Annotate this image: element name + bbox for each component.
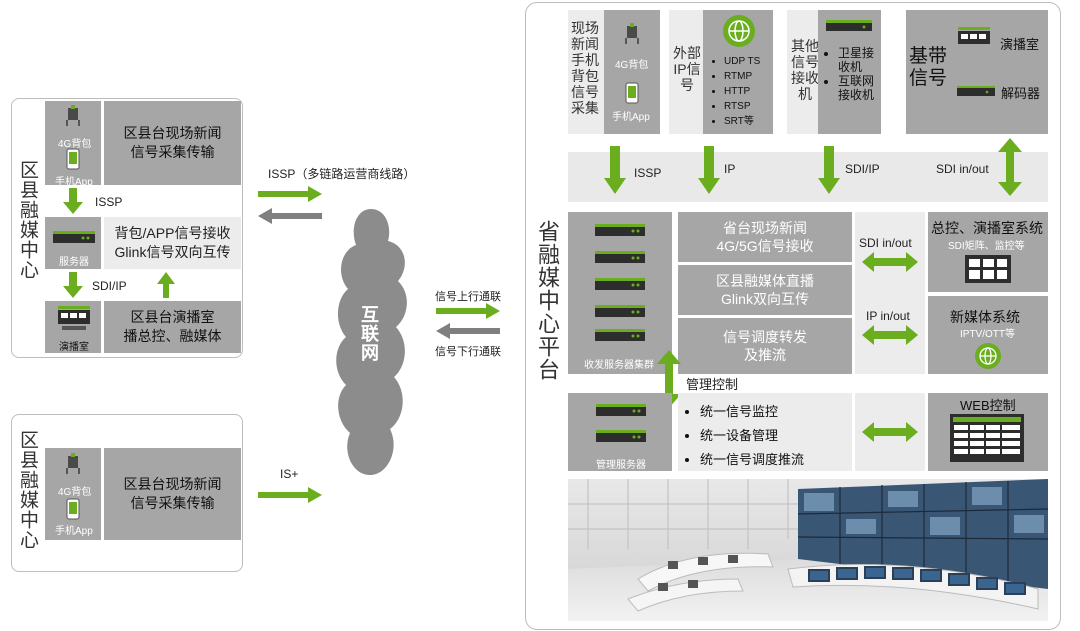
web-dashboard-icon	[950, 414, 1024, 462]
globe-icon	[723, 15, 755, 47]
source-other-receivers-text: 其他信号接收机	[791, 38, 819, 102]
issp-right-arrow	[258, 186, 322, 202]
master-control-subtitle: SDI矩阵、监控等	[948, 241, 1025, 252]
server-cluster-box	[568, 212, 672, 374]
source-external-ip-text: 外部IP信号	[673, 45, 701, 93]
device-phone-label-2: 手机App	[55, 526, 93, 537]
studio-icon	[58, 306, 90, 330]
func-province-news-box: 省台现场新闻 4G/5G信号接收	[678, 212, 852, 262]
sdi-inout-label-mid: SDI in/out	[859, 236, 912, 250]
management-control-label: 管理控制	[686, 377, 739, 392]
source-baseband-text: 基带信号	[908, 46, 947, 89]
transport-band	[568, 152, 1048, 202]
server-cluster-label: 收发服务器集群	[584, 360, 654, 371]
issp-down-arrow-platform	[604, 146, 626, 194]
internet-cloud-icon	[336, 209, 407, 475]
county-studio-box: 区县台演播室 播总控、融媒体	[104, 301, 241, 353]
backpack-icon-2	[66, 453, 80, 474]
backpack-icon-3	[625, 23, 639, 44]
management-server-label: 管理服务器	[596, 460, 646, 471]
sdi-inout-bidirectional-arrow	[862, 252, 918, 272]
studio-label: 演播室	[59, 342, 89, 353]
interconnect-band	[855, 212, 925, 374]
new-media-subtitle: IPTV/OTT等	[960, 329, 1015, 340]
sdi-ip-up-arrow	[157, 272, 175, 298]
ip-inout-label-mid: IP in/out	[866, 309, 910, 323]
county-center-bottom-title: 区县融媒中心	[17, 430, 38, 550]
device-4g-label-2: 4G背包	[58, 487, 92, 498]
source-decoder-label: 解码器	[1001, 86, 1041, 101]
sdi-inout-vertical-arrow	[998, 138, 1022, 196]
issp-label-platform: ISSP	[634, 166, 662, 180]
master-control-title: 总控、演播室系统	[931, 220, 1043, 236]
grid-matrix-icon	[965, 255, 1011, 283]
internet-label: 互联网	[359, 305, 379, 362]
issp-left-arrow	[258, 208, 322, 224]
globe-icon-2	[975, 343, 1001, 369]
web-bidirectional-arrow	[862, 422, 918, 442]
server-label: 服务器	[59, 257, 89, 268]
county-field-news-box-2: 区县台现场新闻 信号采集传输	[104, 448, 241, 540]
issp-label-left: ISSP	[95, 195, 123, 209]
func-dispatch-box: 信号调度转发 及推流	[678, 318, 852, 374]
external-ip-protocols: UDP TS RTMP HTTP RTSP SRT等	[712, 54, 760, 129]
is-plus-label: IS+	[280, 467, 299, 481]
new-media-title: 新媒体系统	[950, 309, 1020, 325]
signal-receive-box: 背包/APP信号接收 Glink信号双向互传	[104, 217, 241, 269]
func-county-live-box: 区县融媒体直播 Glink双向互传	[678, 265, 852, 315]
sdi-ip-label-platform: SDI/IP	[845, 162, 880, 176]
phone-icon-2	[66, 498, 80, 520]
uplink-arrow	[436, 303, 500, 319]
sdi-ip-down-arrow	[63, 272, 83, 298]
is-plus-right-arrow	[258, 487, 322, 503]
phone-icon	[66, 148, 80, 170]
device-phone-label: 手机App	[55, 177, 93, 188]
server-cluster-icon	[595, 224, 645, 341]
decoder-icon	[957, 86, 995, 96]
receiver-icon	[826, 20, 872, 31]
server-icon	[53, 231, 95, 243]
backpack-icon	[66, 105, 80, 126]
issp-multilink-label: ISSP（多链路运营商线路）	[268, 167, 416, 181]
ip-inout-bidirectional-arrow	[862, 325, 918, 345]
management-functions-box	[678, 393, 852, 471]
sdi-inout-label-top: SDI in/out	[936, 162, 989, 176]
uplink-label: 信号上行通联	[435, 291, 501, 303]
sdi-ip-down-arrow-platform	[818, 146, 840, 194]
sdi-ip-label-left: SDI/IP	[92, 279, 127, 293]
studio-icon-2	[958, 27, 990, 44]
source-studio-label: 演播室	[1000, 37, 1040, 52]
downlink-arrow	[436, 323, 500, 339]
management-vertical-arrow	[657, 350, 681, 408]
issp-down-arrow	[63, 188, 83, 214]
county-center-top-title: 区县融媒中心	[17, 160, 38, 280]
device-4g-label: 4G背包	[58, 139, 92, 150]
ip-label: IP	[724, 162, 736, 176]
source-phone-label: 手机App	[612, 112, 650, 123]
control-room-illustration	[568, 479, 1048, 621]
source-baseband	[906, 10, 1048, 134]
ip-down-arrow	[698, 146, 720, 194]
county-field-news-box: 区县台现场新闻 信号采集传输	[104, 101, 241, 185]
phone-icon-3	[625, 82, 639, 104]
receiver-types: 卫星接收机 互联网接收机	[826, 46, 878, 102]
source-4g-label: 4G背包	[615, 60, 649, 71]
downlink-label: 信号下行通联	[435, 346, 501, 358]
management-functions-list: 统一信号监控 统一设备管理 统一信号调度推流	[686, 400, 804, 472]
provincial-platform-title: 省融媒中心平台	[535, 220, 560, 381]
source-field-news-text: 现场新闻手机背包信号采集	[571, 20, 599, 116]
management-server-icon	[596, 404, 646, 442]
web-control-label: WEB控制	[960, 398, 1016, 413]
